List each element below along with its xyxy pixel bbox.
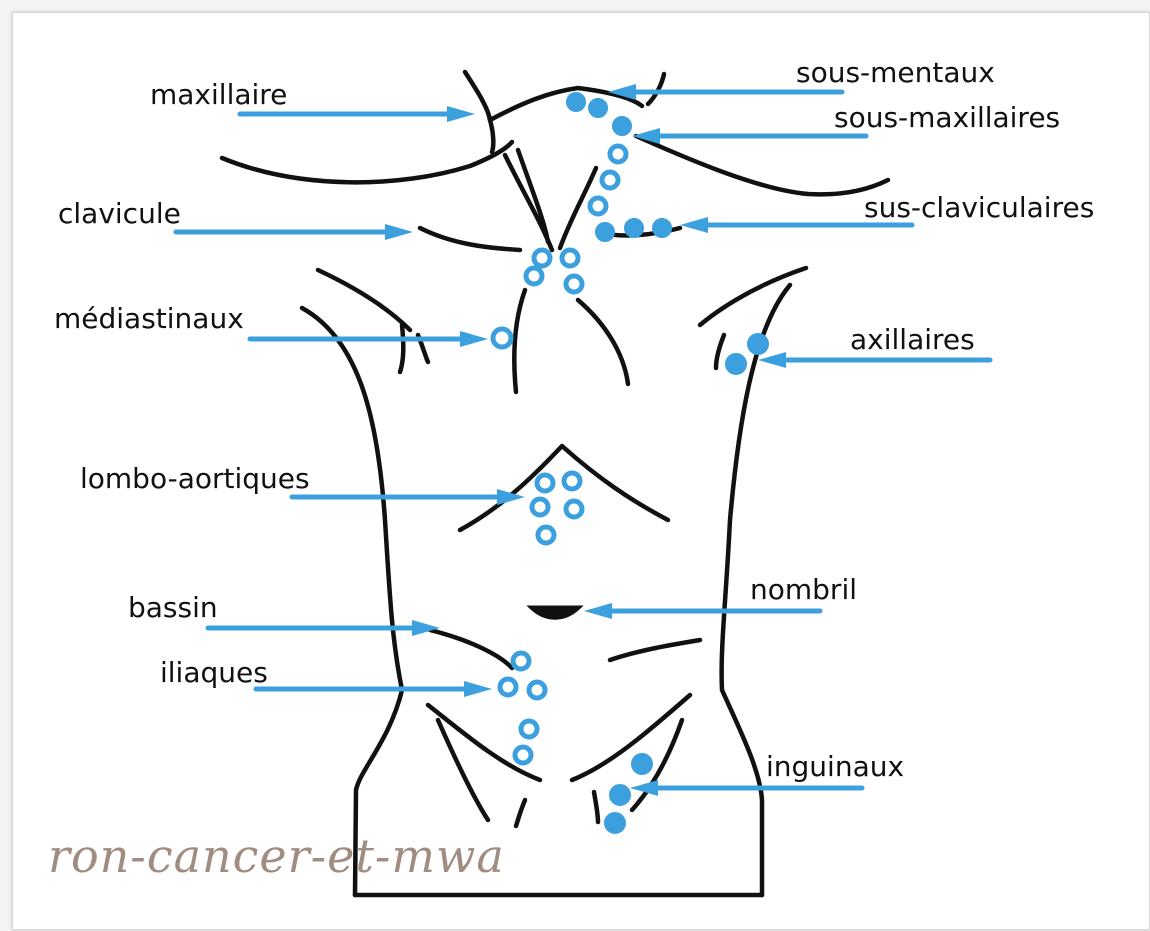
lymph-node <box>566 501 582 517</box>
lymph-node <box>564 473 580 489</box>
left-jaw-angle <box>490 120 493 152</box>
arrow-lombo-aortiques <box>292 489 525 505</box>
label-lombo-aortiques: lombo-aortiques <box>80 462 310 495</box>
right-hip-line <box>610 640 700 660</box>
label-sous-mentaux: sous-mentaux <box>796 56 995 89</box>
lymph-node <box>632 754 652 774</box>
labels: maxillaire sous-mentaux sous-maxillaires… <box>54 56 1094 783</box>
rib-cage <box>460 446 668 530</box>
arrow-sous-maxillaires <box>632 128 866 144</box>
left-hip-line <box>430 630 512 668</box>
lymph-node <box>590 198 606 214</box>
lymph-node <box>625 219 643 237</box>
navel <box>530 607 580 618</box>
label-sous-maxillaires: sous-maxillaires <box>834 101 1060 134</box>
right-thigh-mark <box>594 792 598 822</box>
label-iliaques: iliaques <box>160 656 268 689</box>
label-axillaires: axillaires <box>850 323 975 356</box>
label-clavicule: clavicule <box>58 197 181 230</box>
left-shoulder <box>222 142 512 182</box>
lymph-node <box>534 250 550 266</box>
lymph-node <box>515 747 531 763</box>
lymph-node <box>562 250 578 266</box>
arrow-clavicule <box>176 224 413 240</box>
lymph-node <box>596 223 614 241</box>
lymph-node <box>748 334 768 354</box>
lymph-node <box>537 475 553 491</box>
label-sus-claviculaires: sus-claviculaires <box>864 191 1094 224</box>
arrow-bassin <box>208 620 440 636</box>
label-inguinaux: inguinaux <box>766 750 904 783</box>
right-groin <box>572 695 690 780</box>
right-arm-top <box>700 268 806 325</box>
lymph-node <box>610 785 630 805</box>
lymph-node <box>521 721 537 737</box>
right-jaw-tip <box>648 74 664 104</box>
lymph-node <box>526 268 542 284</box>
torso-left-side <box>302 308 402 895</box>
lymph-node <box>726 354 746 374</box>
left-clavicle <box>420 228 520 250</box>
label-nombril: nombril <box>750 573 857 606</box>
lymph-node <box>513 653 529 669</box>
label-bassin: bassin <box>128 591 218 624</box>
lymph-node <box>589 99 607 117</box>
lymph-node <box>538 527 554 543</box>
right-armpit <box>716 335 724 368</box>
lymph-nodes <box>493 93 768 833</box>
lymph-node <box>529 682 545 698</box>
left-groin <box>428 705 540 780</box>
lymph-node <box>566 276 582 292</box>
arrow-mediastinaux <box>250 331 488 347</box>
neck-inner-muscle <box>518 150 548 242</box>
lymph-node <box>653 219 671 237</box>
label-maxillaire: maxillaire <box>150 78 287 111</box>
lymph-node <box>613 117 631 135</box>
arrow-iliaques <box>256 681 492 697</box>
watermark: ron-cancer-et-mwa <box>48 829 505 883</box>
label-mediastinaux: médiastinaux <box>54 302 244 335</box>
left-arm-inner <box>400 325 403 372</box>
jaw-line <box>465 72 642 120</box>
sternum-right <box>578 300 628 384</box>
lymph-node <box>532 499 548 515</box>
left-arm-top <box>318 270 410 330</box>
lymph-node <box>605 813 625 833</box>
lymph-node <box>602 172 618 188</box>
lymph-node <box>493 329 511 347</box>
lymph-node <box>567 93 585 111</box>
right-shoulder <box>636 136 888 194</box>
lymph-node <box>500 679 516 695</box>
sternum-left <box>514 290 525 392</box>
lymph-node <box>610 146 626 162</box>
left-thigh-mark <box>516 800 525 826</box>
